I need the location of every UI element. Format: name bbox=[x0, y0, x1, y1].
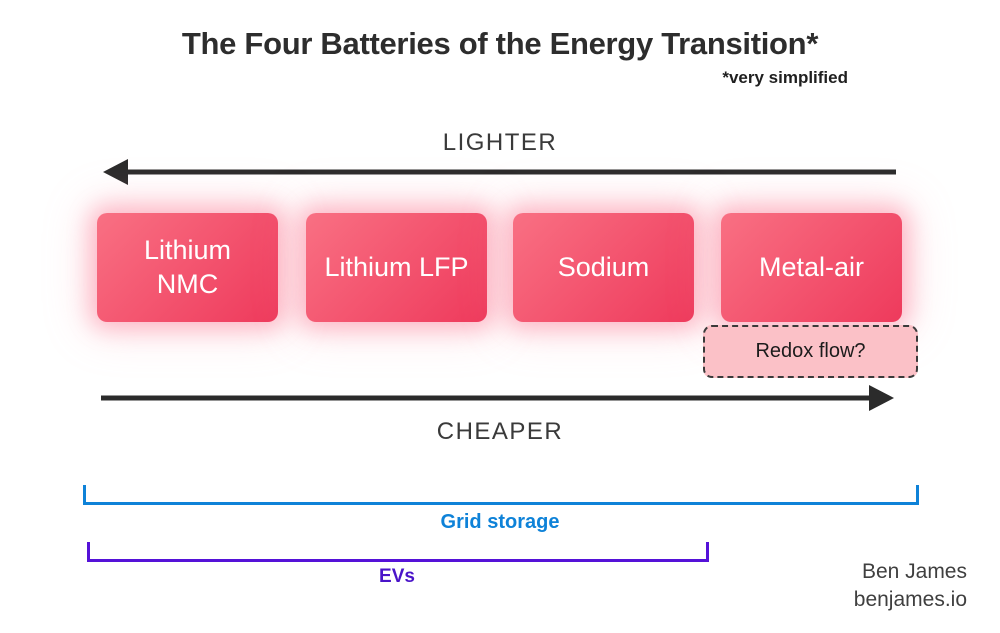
evs-bracket bbox=[87, 542, 709, 562]
battery-box-sodium: Sodium bbox=[513, 213, 694, 322]
battery-box-lithium-lfp: Lithium LFP bbox=[306, 213, 487, 322]
battery-label: Metal-air bbox=[758, 251, 865, 282]
grid-storage-label: Grid storage bbox=[440, 511, 560, 533]
page-title: The Four Batteries of the Energy Transit… bbox=[181, 26, 819, 61]
attribution-site: benjames.io bbox=[853, 588, 967, 612]
grid-storage-bracket bbox=[83, 485, 919, 505]
title-footnote: *very simplified bbox=[722, 68, 848, 87]
cheaper-axis-label: CHEAPER bbox=[436, 418, 564, 445]
attribution-name: Ben James bbox=[861, 560, 967, 583]
lighter-arrow-left-icon bbox=[103, 159, 896, 185]
evs-label: EVs bbox=[379, 566, 415, 587]
battery-label: Sodium bbox=[557, 251, 650, 282]
battery-box-metal-air: Metal-air bbox=[721, 213, 902, 322]
attribution: Ben James benjames.io bbox=[854, 558, 967, 615]
lighter-axis-label: LIGHTER bbox=[442, 129, 558, 156]
battery-box-lithium-nmc: Lithium NMC bbox=[97, 213, 278, 322]
redox-flow-box: Redox flow? bbox=[703, 325, 918, 378]
battery-label: Lithium NMC bbox=[143, 234, 232, 299]
cheaper-arrow-right-icon bbox=[101, 385, 894, 411]
battery-label: Lithium LFP bbox=[324, 251, 469, 282]
redox-flow-label: Redox flow? bbox=[755, 340, 866, 362]
